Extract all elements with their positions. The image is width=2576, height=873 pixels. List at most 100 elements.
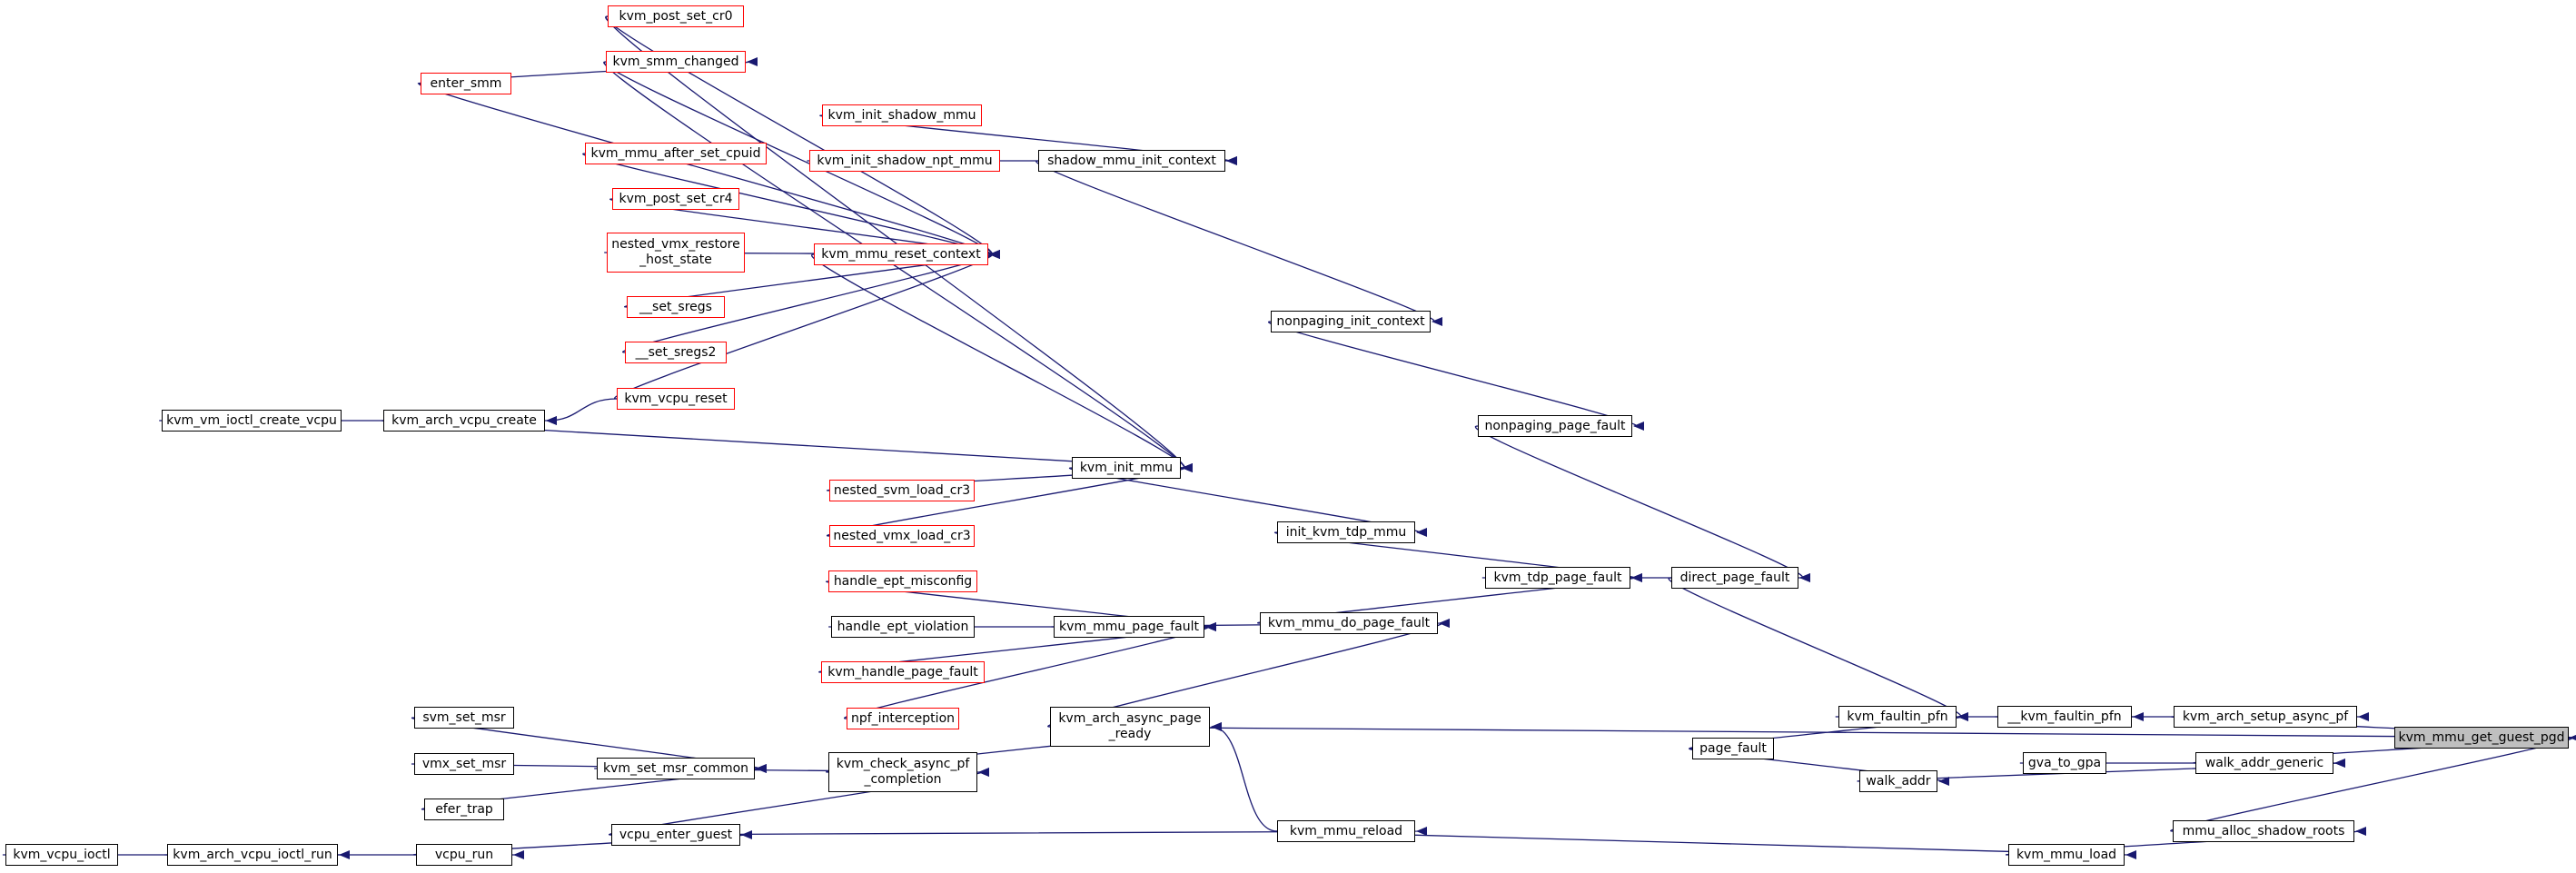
node-label: kvm_mmu_get_guest_pgd	[2398, 729, 2565, 745]
node-label: nested_svm_load_cr3	[833, 482, 971, 498]
node-efer-trap[interactable]: efer_trap	[424, 799, 504, 820]
node-label: gva_to_gpa	[2027, 755, 2102, 770]
node-label: __set_sregs	[639, 299, 712, 314]
node-label: kvm_post_set_cr0	[619, 8, 733, 24]
node-label: nonpaging_init_context	[1276, 313, 1425, 329]
node-nonpaging-pf[interactable]: nonpaging_page_fault	[1478, 415, 1632, 437]
node-vcpu-run[interactable]: vcpu_run	[416, 844, 512, 866]
edge-shadow_init-to-nonpaging_init	[1035, 160, 1443, 326]
node-root: kvm_mmu_get_guest_pgd	[2394, 727, 2569, 749]
node-post-cr4[interactable]: kvm_post_set_cr4	[612, 188, 739, 210]
node-faultin[interactable]: kvm_faultin_pfn	[1838, 706, 1957, 728]
node-enter-smm[interactable]: enter_smm	[421, 73, 511, 94]
node-init-shadow-npt[interactable]: kvm_init_shadow_npt_mmu	[809, 150, 1000, 172]
node-tdp-pf[interactable]: kvm_tdp_page_fault	[1485, 567, 1630, 589]
node-walk-addr[interactable]: walk_addr	[1859, 770, 1937, 792]
node-label: kvm_vcpu_ioctl	[13, 847, 111, 862]
node-label: vcpu_run	[434, 847, 494, 862]
node-label: kvm_init_shadow_npt_mmu	[817, 153, 993, 168]
node-reset-ctx[interactable]: kvm_mmu_reset_context	[814, 243, 988, 265]
node-npf[interactable]: npf_interception	[847, 708, 959, 729]
node-label: kvm_smm_changed	[612, 54, 739, 69]
node-init-tdp[interactable]: init_kvm_tdp_mmu	[1277, 521, 1415, 543]
node-label: kvm_faultin_pfn	[1847, 709, 1948, 724]
node-gva-to-gpa[interactable]: gva_to_gpa	[2023, 752, 2106, 774]
node-vcpu-reset[interactable]: kvm_vcpu_reset	[617, 388, 735, 410]
node---faultin[interactable]: __kvm_faultin_pfn	[1997, 706, 2132, 728]
node-check-async[interactable]: kvm_check_async_pf _completion	[828, 752, 977, 792]
edge-async_ready-to-root	[1049, 726, 2576, 742]
node-nested-svm-cr3[interactable]: nested_svm_load_cr3	[829, 480, 975, 501]
edge-direct_pf-to-faultin	[1668, 577, 1969, 721]
node-ept-violation[interactable]: handle_ept_violation	[831, 616, 975, 638]
node-set-sregs[interactable]: __set_sregs	[627, 296, 725, 318]
node-label: kvm_arch_async_page _ready	[1058, 711, 1202, 741]
node-nested-vmx-restore[interactable]: nested_vmx_restore _host_state	[607, 233, 745, 273]
node-label: kvm_handle_page_fault	[827, 664, 978, 680]
node-label: vcpu_enter_guest	[619, 827, 733, 842]
node-mmu-reload[interactable]: kvm_mmu_reload	[1277, 820, 1415, 842]
node-label: kvm_mmu_page_fault	[1059, 619, 1199, 634]
node-after-cpuid[interactable]: kvm_mmu_after_set_cpuid	[585, 143, 767, 164]
node-label: kvm_arch_setup_async_pf	[2182, 709, 2349, 724]
node-setup-async[interactable]: kvm_arch_setup_async_pf	[2174, 706, 2357, 728]
node-arch-ioctl-run[interactable]: kvm_arch_vcpu_ioctl_run	[167, 844, 338, 866]
node-label: kvm_mmu_after_set_cpuid	[590, 145, 761, 161]
node-shadow-init[interactable]: shadow_mmu_init_context	[1038, 150, 1225, 172]
node-label: handle_ept_violation	[837, 619, 969, 634]
node-vcpu-enter[interactable]: vcpu_enter_guest	[611, 824, 740, 846]
node-set-msr-common[interactable]: kvm_set_msr_common	[597, 758, 755, 779]
edge-vcpu_reset-to-reset_ctx	[614, 250, 1001, 400]
node-label: kvm_arch_vcpu_ioctl_run	[173, 847, 332, 862]
node-nonpaging-init[interactable]: nonpaging_init_context	[1271, 311, 1431, 332]
node-post-cr0[interactable]: kvm_post_set_cr0	[608, 5, 744, 27]
node-walk-generic[interactable]: walk_addr_generic	[2195, 752, 2333, 774]
node-label: kvm_vcpu_reset	[624, 391, 728, 406]
node-label: svm_set_msr	[422, 709, 506, 725]
node-label: walk_addr_generic	[2204, 755, 2324, 770]
node-handle-pf[interactable]: kvm_handle_page_fault	[821, 661, 985, 683]
node-label: kvm_check_async_pf _completion	[836, 757, 970, 787]
node-async-ready[interactable]: kvm_arch_async_page _ready	[1050, 707, 1210, 747]
node-label: walk_addr	[1866, 773, 1931, 789]
node-label: shadow_mmu_init_context	[1047, 153, 1216, 168]
node-smm-changed[interactable]: kvm_smm_changed	[606, 51, 746, 73]
node-label: page_fault	[1699, 740, 1767, 756]
node-label: kvm_tdp_page_fault	[1493, 570, 1622, 585]
node-vmx-set-msr[interactable]: vmx_set_msr	[414, 753, 514, 775]
node-page-fault[interactable]: page_fault	[1692, 738, 1774, 759]
node-direct-pf[interactable]: direct_page_fault	[1671, 567, 1798, 589]
node-init-shadow[interactable]: kvm_init_shadow_mmu	[822, 104, 982, 126]
edge-vcpu_reset-to-arch_vcpu_create	[546, 398, 618, 425]
node-arch-vcpu-create[interactable]: kvm_arch_vcpu_create	[383, 410, 545, 432]
node-vm-ioctl-create[interactable]: kvm_vm_ioctl_create_vcpu	[162, 410, 342, 432]
node-label: kvm_arch_vcpu_create	[391, 412, 537, 428]
node-label: mmu_alloc_shadow_roots	[2182, 823, 2345, 838]
node-label: kvm_mmu_load	[2016, 847, 2117, 862]
node-label: nonpaging_page_fault	[1484, 418, 1626, 433]
node-init-mmu[interactable]: kvm_init_mmu	[1072, 457, 1181, 479]
node-label: nested_vmx_restore _host_state	[611, 237, 740, 267]
node-label: kvm_mmu_reset_context	[821, 246, 981, 262]
node-do-pf[interactable]: kvm_mmu_do_page_fault	[1260, 612, 1438, 634]
node-label: handle_ept_misconfig	[833, 573, 973, 589]
node-nested-vmx-cr3[interactable]: nested_vmx_load_cr3	[829, 525, 975, 547]
node-svm-set-msr[interactable]: svm_set_msr	[414, 707, 514, 729]
node-vcpu-ioctl[interactable]: kvm_vcpu_ioctl	[5, 844, 118, 866]
node-label: direct_page_fault	[1679, 570, 1790, 585]
node-label: efer_trap	[435, 801, 493, 817]
node-label: kvm_mmu_do_page_fault	[1267, 615, 1431, 630]
node-mmu-load[interactable]: kvm_mmu_load	[2008, 844, 2125, 866]
node-label: __set_sregs2	[635, 344, 717, 360]
edge-post_cr0-to-init_mmu	[605, 15, 1194, 472]
node-set-sregs2[interactable]: __set_sregs2	[625, 342, 727, 363]
node-ept-misconfig[interactable]: handle_ept_misconfig	[828, 570, 977, 592]
node-mmu-pf[interactable]: kvm_mmu_page_fault	[1054, 616, 1204, 638]
node-label: kvm_mmu_reload	[1289, 823, 1403, 838]
node-label: kvm_init_mmu	[1079, 460, 1174, 475]
node-alloc-shadow[interactable]: mmu_alloc_shadow_roots	[2173, 820, 2354, 842]
node-label: kvm_vm_ioctl_create_vcpu	[166, 412, 337, 428]
edge-nonpaging_pf-to-direct_pf	[1474, 425, 1811, 582]
